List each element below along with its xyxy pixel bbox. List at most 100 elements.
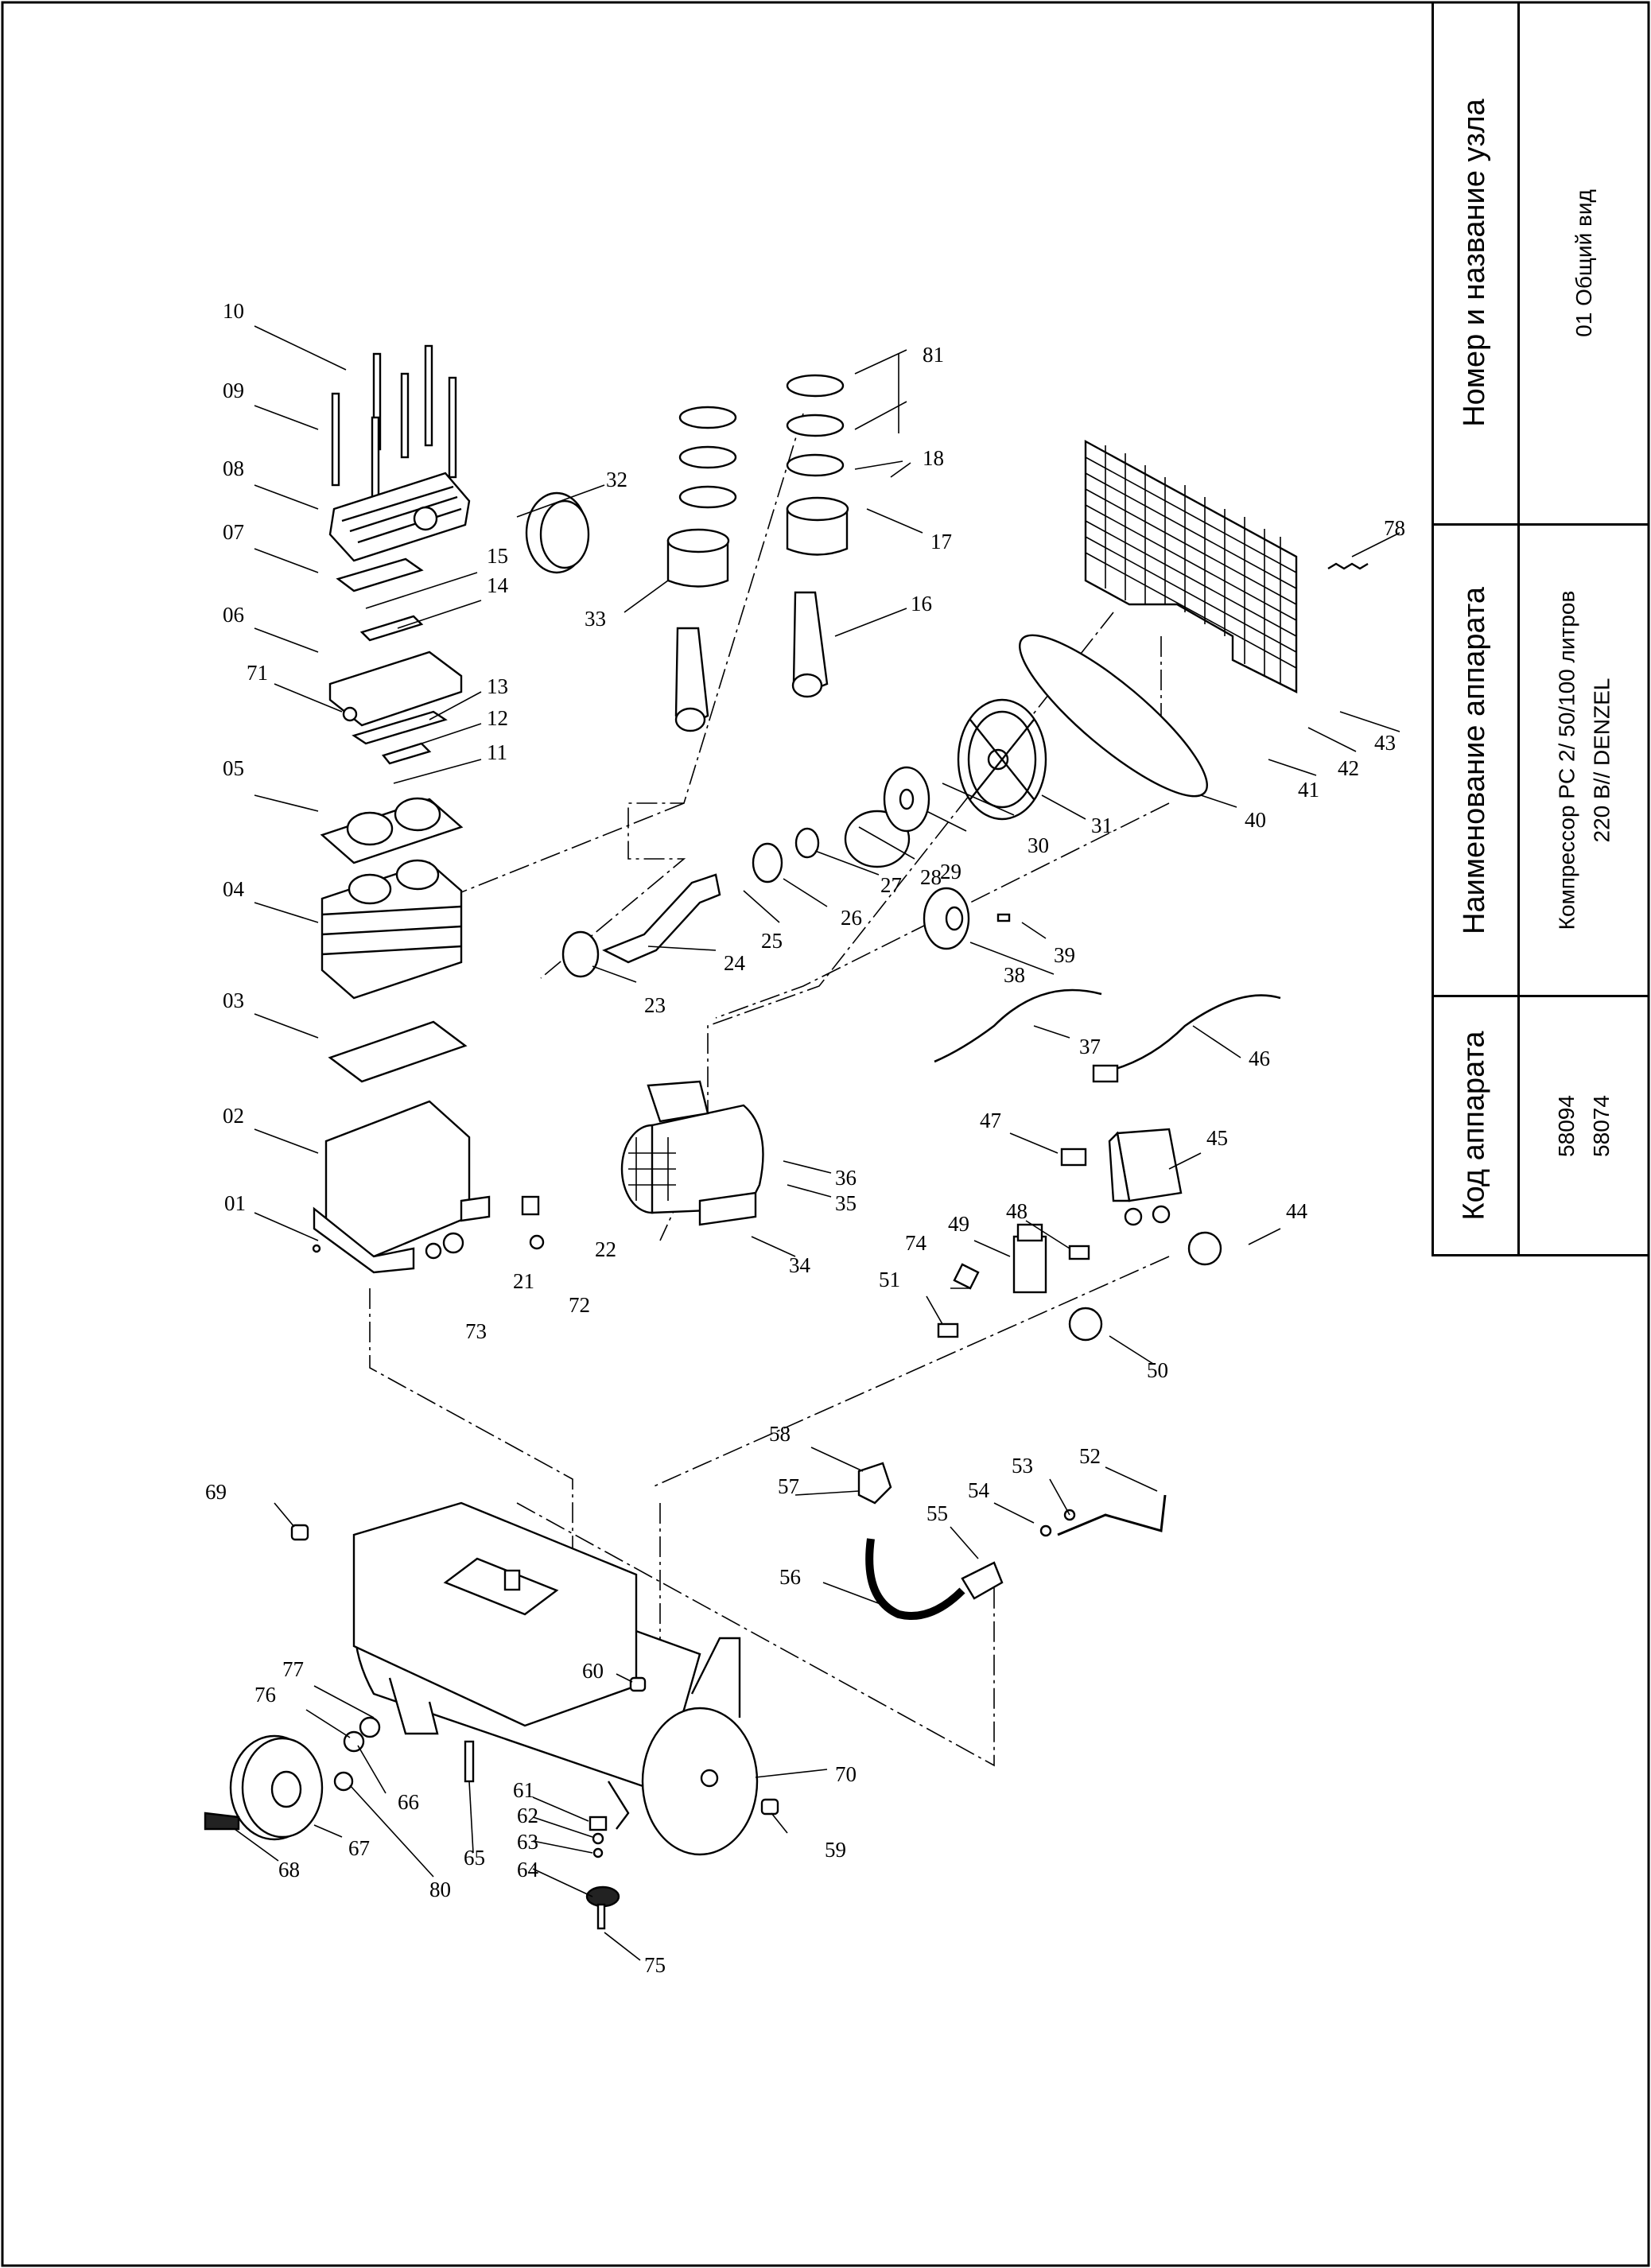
callout-label: 47 (980, 1109, 1001, 1132)
wheel (204, 1716, 381, 1841)
callout-label: 09 (223, 379, 244, 402)
callout-label: 78 (1384, 516, 1405, 540)
callout-label: 36 (835, 1166, 857, 1190)
device-code-header-cell: Код аппарата (1434, 997, 1515, 1254)
callout-label: 15 (487, 544, 508, 568)
callout-label: 75 (644, 1953, 666, 1977)
node-header-cell: Номер и название узла (1434, 2, 1515, 523)
node-value-cell: 01 Общий вид (1520, 2, 1649, 523)
callout-label: 21 (513, 1269, 534, 1293)
callout-label: 62 (517, 1804, 538, 1827)
callout-label: 37 (1079, 1035, 1101, 1058)
electric-motor (620, 1080, 764, 1226)
callout-label: 42 (1338, 756, 1359, 780)
callout-label: 41 (1298, 778, 1319, 802)
callout-label: 40 (1245, 808, 1266, 832)
device-code-1: 58094 (1554, 1094, 1579, 1157)
callout-label: 24 (724, 951, 746, 975)
callout-label: 27 (880, 873, 902, 897)
callout-label: 23 (644, 993, 666, 1017)
device-code-header: Код аппарата (1457, 1031, 1491, 1221)
callout-label: 45 (1206, 1126, 1228, 1150)
device-name-header-cell: Наименование аппарата (1434, 526, 1515, 995)
callout-label: 46 (1249, 1047, 1270, 1070)
callout-label: 70 (835, 1762, 857, 1786)
node-header: Номер и название узла (1457, 99, 1491, 427)
callout-label: 56 (779, 1565, 801, 1589)
device-name-line-1: Компрессор PC 2/ 50/100 литров (1554, 590, 1579, 930)
spring (1327, 562, 1369, 570)
title-block: Номер и название узла Наименование аппар… (1432, 2, 1649, 1256)
callout-labels: 01 02 03 04 05 06 07 08 09 10 11 12 13 1… (205, 299, 1405, 1977)
callout-label: 11 (487, 740, 507, 764)
pressure-switch (1108, 1128, 1183, 1226)
callout-label: 39 (1054, 943, 1075, 967)
callout-label: 52 (1079, 1444, 1101, 1468)
callout-label: 18 (923, 446, 944, 470)
callout-label: 76 (254, 1683, 276, 1707)
callout-label: 65 (464, 1846, 485, 1870)
discharge-hose (857, 1462, 1167, 1620)
callout-label: 33 (585, 607, 606, 631)
callout-label: 55 (927, 1501, 948, 1525)
callout-label: 12 (487, 706, 508, 730)
callout-label: 22 (595, 1237, 616, 1261)
callout-label: 16 (911, 592, 932, 616)
callout-label: 31 (1091, 814, 1113, 837)
device-code-cell: 58094 58074 (1520, 997, 1649, 1254)
callout-label: 58 (769, 1422, 791, 1446)
callout-label: 44 (1286, 1199, 1308, 1223)
callout-label: 02 (223, 1104, 244, 1128)
callout-label: 59 (825, 1838, 846, 1862)
callout-label: 60 (582, 1659, 604, 1683)
callout-label: 06 (223, 603, 244, 627)
callout-label: 49 (948, 1212, 969, 1236)
callout-label: 35 (835, 1191, 857, 1215)
callout-label: 77 (282, 1657, 304, 1681)
device-code-2: 58074 (1589, 1094, 1614, 1157)
callout-label: 64 (517, 1858, 539, 1882)
device-name-header: Наименование аппарата (1457, 586, 1491, 934)
callout-label: 03 (223, 988, 244, 1012)
callout-label: 01 (224, 1191, 246, 1215)
callout-label: 05 (223, 756, 244, 780)
device-name-line-2: 220 В// DENZEL (1589, 678, 1614, 843)
callout-label: 25 (761, 929, 783, 953)
callout-label: 28 (920, 865, 942, 889)
key (996, 913, 1011, 922)
callout-label: 13 (487, 674, 508, 698)
callout-label: 53 (1012, 1454, 1033, 1478)
device-name-cell: Компрессор PC 2/ 50/100 литров 220 В// D… (1520, 526, 1649, 995)
callout-label: 07 (223, 520, 244, 544)
callout-label: 50 (1147, 1358, 1168, 1382)
node-value: 01 Общий вид (1571, 188, 1597, 337)
callout-label: 17 (930, 530, 952, 553)
callout-label: 43 (1374, 731, 1396, 755)
callout-label: 57 (778, 1474, 799, 1498)
pistons-crankshaft (561, 374, 1047, 978)
motor-pulley-hub (945, 906, 964, 931)
callout-label: 66 (398, 1790, 419, 1814)
callout-label: 81 (923, 343, 944, 367)
callout-label: 30 (1028, 833, 1049, 857)
callout-label: 08 (223, 456, 244, 480)
callout-label: 32 (606, 468, 627, 491)
callout-label: 48 (1006, 1199, 1028, 1223)
callout-label: 74 (905, 1231, 927, 1255)
air-tank (352, 1501, 759, 1856)
callout-label: 68 (278, 1858, 300, 1882)
callout-label: 14 (487, 573, 509, 597)
callout-label: 54 (968, 1478, 990, 1502)
belt-guard (1084, 439, 1298, 693)
callout-label: 04 (223, 877, 245, 901)
callout-label: 63 (517, 1830, 538, 1854)
power-cords (934, 988, 1281, 1083)
callout-label: 10 (223, 299, 244, 323)
callout-label: 67 (348, 1836, 370, 1860)
callout-label: 26 (841, 906, 862, 930)
v-belt (1019, 634, 1208, 798)
callout-label: 69 (205, 1480, 227, 1504)
compressor-head-stack (312, 344, 590, 1274)
